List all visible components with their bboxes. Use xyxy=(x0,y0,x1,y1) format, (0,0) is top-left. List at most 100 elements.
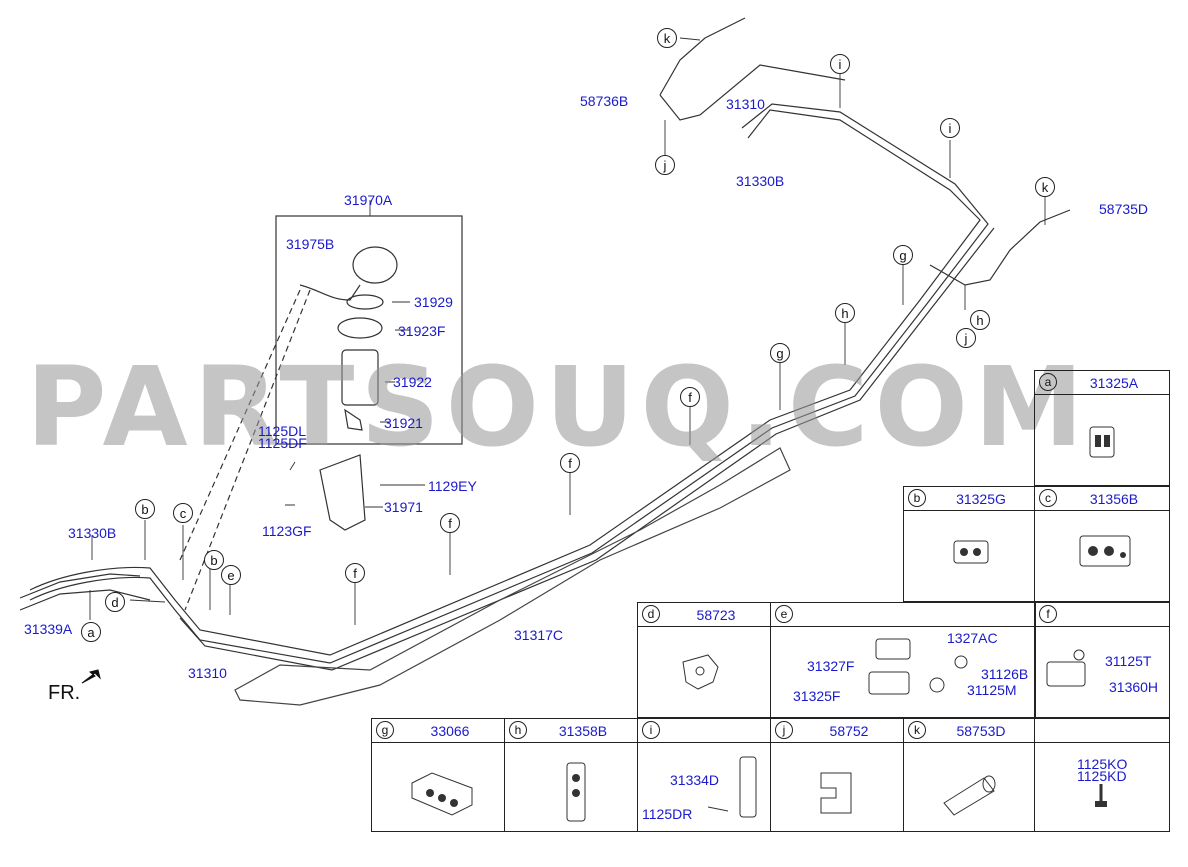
clip-icon xyxy=(1089,426,1115,458)
cell-i-part-2[interactable]: 1125DR xyxy=(642,806,693,822)
label-tube-top-right[interactable]: 31330B xyxy=(736,173,785,189)
label-tube-clip[interactable]: 31310 xyxy=(726,96,765,112)
cell-e-part-1[interactable]: 1327AC xyxy=(947,630,998,646)
cell-f-part-2[interactable]: 31360H xyxy=(1109,679,1159,695)
cell-j[interactable]: j 58752 xyxy=(770,718,904,832)
label-tube-top-left[interactable]: 31330B xyxy=(68,525,117,541)
ref-g-2: g xyxy=(893,245,913,265)
label-fuel-filter-plug[interactable]: 31975B xyxy=(286,236,335,252)
label-protector[interactable]: 31317C xyxy=(514,627,564,643)
cell-b[interactable]: b 31325G xyxy=(903,486,1035,602)
ref-g-1: g xyxy=(770,343,790,363)
label-tube-bottom[interactable]: 31310 xyxy=(188,665,227,681)
label-bolt-2[interactable]: 1125DF xyxy=(258,435,307,451)
label-filter-clamp[interactable]: 31921 xyxy=(384,415,423,431)
cell-c-letter: c xyxy=(1039,489,1057,507)
cell-h-title: 31358B xyxy=(558,723,608,739)
return-tube-top-2 xyxy=(659,64,846,121)
label-filter-head[interactable]: 31923F xyxy=(398,323,446,339)
ref-f-3: f xyxy=(560,453,580,473)
ref-i-1: i xyxy=(830,54,850,74)
label-bracket-bolt[interactable]: 1129EY xyxy=(428,478,477,494)
cell-f-head: f xyxy=(1035,603,1169,627)
cell-k-head: k 58753D xyxy=(904,719,1034,743)
clip-icon xyxy=(707,756,757,818)
cell-h[interactable]: h 31358B xyxy=(504,718,638,832)
label-bracket-screw[interactable]: 1123GF xyxy=(262,523,312,539)
cell-a[interactable]: a 31325A xyxy=(1034,370,1170,486)
clip-set-icon xyxy=(868,638,968,695)
label-bolt-1[interactable]: 1125DL xyxy=(258,423,307,439)
cell-e-letter: e xyxy=(775,605,793,623)
cell-c-head: c 31356B xyxy=(1035,487,1169,511)
front-marker: FR. xyxy=(48,682,81,704)
ref-k-2: k xyxy=(1035,177,1055,197)
cell-j-letter: j xyxy=(775,721,793,739)
ref-j-2: j xyxy=(956,328,976,348)
protector-plate xyxy=(234,447,791,706)
filter-box xyxy=(275,215,463,445)
cell-i-part-1[interactable]: 31334D xyxy=(670,772,720,788)
cell-h-head: h 31358B xyxy=(505,719,637,743)
cell-last-head xyxy=(1035,719,1169,743)
label-return-tube-top[interactable]: 58736B xyxy=(580,93,629,109)
cell-e-part-4[interactable]: 31325F xyxy=(793,688,841,704)
filter-bracket-part xyxy=(319,454,366,531)
clip-icon xyxy=(820,772,852,814)
sleeve-icon xyxy=(943,775,996,816)
clip-icon xyxy=(1079,535,1131,567)
cell-e[interactable]: e 1327AC 31327F 31126B 31325F 31125M xyxy=(770,602,1036,718)
cell-k-letter: k xyxy=(908,721,926,739)
cell-i[interactable]: i 31334D 1125DR xyxy=(637,718,771,832)
label-filter-element[interactable]: 31922 xyxy=(393,374,432,390)
label-return-tube-right[interactable]: 58735D xyxy=(1099,201,1149,217)
bracket-icon xyxy=(682,654,719,690)
return-tube-top xyxy=(659,17,746,96)
cell-e-part-5[interactable]: 31125M xyxy=(967,682,1017,698)
clip-icon xyxy=(1046,649,1086,687)
ref-d: d xyxy=(105,592,125,612)
cell-c-title: 31356B xyxy=(1089,491,1139,507)
ref-f-1: f xyxy=(345,563,365,583)
cell-last[interactable]: 1125KO 1125KD xyxy=(1034,718,1170,832)
ref-h-1: h xyxy=(835,303,855,323)
cell-e-part-3[interactable]: 31126B xyxy=(981,666,1029,682)
cell-g-letter: g xyxy=(376,721,394,739)
label-bracket[interactable]: 31971 xyxy=(384,499,423,515)
cell-f-part-1[interactable]: 31125T xyxy=(1105,653,1152,669)
cell-d[interactable]: d 58723 xyxy=(637,602,771,718)
cell-d-head: d 58723 xyxy=(638,603,770,627)
label-fuel-filter-assy[interactable]: 31970A xyxy=(344,192,393,208)
o-ring-part xyxy=(346,294,384,310)
cell-e-head: e xyxy=(771,603,1035,627)
leader-lines xyxy=(89,37,1046,625)
cell-d-letter: d xyxy=(642,605,660,623)
ref-f-2: f xyxy=(440,513,460,533)
ref-i-2: i xyxy=(940,118,960,138)
ref-j-1: j xyxy=(655,155,675,175)
cell-b-letter: b xyxy=(908,489,926,507)
ref-b: b xyxy=(135,499,155,519)
cell-f[interactable]: f 31125T 31360H xyxy=(1034,602,1170,718)
cell-g-head: g 33066 xyxy=(372,719,504,743)
cell-h-letter: h xyxy=(509,721,527,739)
cell-g[interactable]: g 33066 xyxy=(371,718,505,832)
return-tube-right xyxy=(929,209,1071,286)
cell-a-title: 31325A xyxy=(1089,375,1139,391)
label-o-ring[interactable]: 31929 xyxy=(414,294,453,310)
parts-diagram: PARTSOUQ.COM FR. 31970A 31975B 31929 319… xyxy=(19,17,1170,832)
ref-e: e xyxy=(221,565,241,585)
filter-hose-part xyxy=(299,284,361,301)
cell-j-title: 58752 xyxy=(829,723,869,739)
cell-last-part-1[interactable]: 1125KO xyxy=(1077,756,1128,772)
ref-f-4: f xyxy=(680,387,700,407)
cell-last-part-2[interactable]: 1125KD xyxy=(1077,768,1127,784)
bolt-icon xyxy=(1095,784,1107,807)
label-hose-left[interactable]: 31339A xyxy=(24,621,73,637)
cell-e-part-2[interactable]: 31327F xyxy=(807,658,855,674)
cell-c[interactable]: c 31356B xyxy=(1034,486,1170,602)
fuel-tube-main xyxy=(29,109,981,656)
filter-element-part xyxy=(341,349,379,406)
cell-k[interactable]: k 58753D xyxy=(903,718,1035,832)
front-arrow-icon xyxy=(81,669,101,684)
